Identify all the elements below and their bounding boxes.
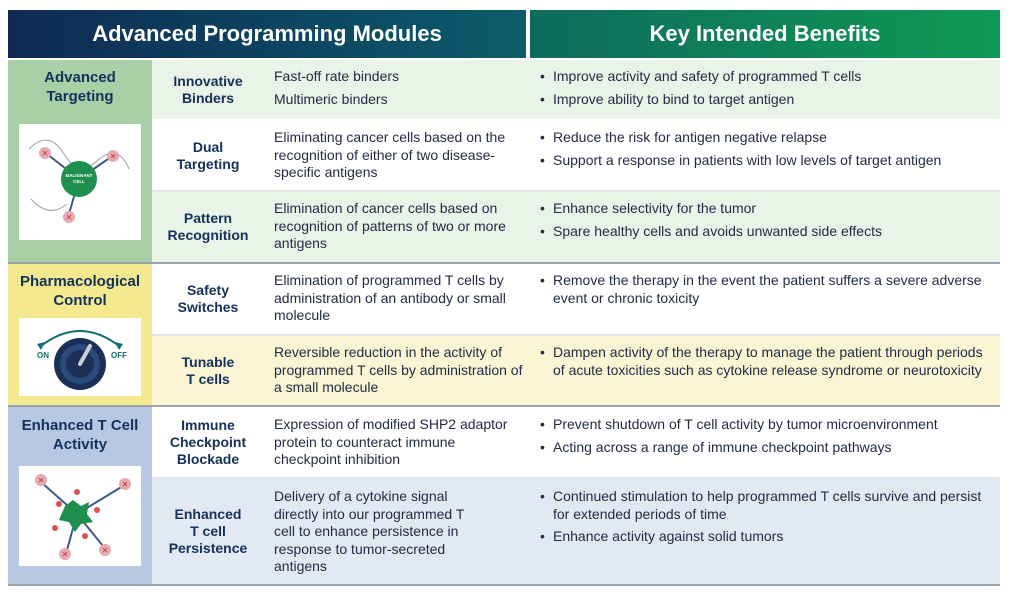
svg-text:CELL: CELL <box>73 179 85 184</box>
category-tcell-title: Enhanced T Cell Activity <box>21 417 139 453</box>
svg-text:✕: ✕ <box>62 550 69 559</box>
benefit-item: Continued stimulation to help programmed… <box>540 488 984 523</box>
benefits-header-title: Key Intended Benefits <box>649 21 881 46</box>
svg-text:MALIGNANT: MALIGNANT <box>66 173 93 178</box>
module-dual-targeting-label: Dual Targeting <box>176 138 240 172</box>
module-safety-switches-label: Safety Switches <box>177 282 239 315</box>
desc-safety-switches: Elimination of programmed T cells by adm… <box>274 272 524 330</box>
benefits-enhanced-t-cell-persistence: Continued stimulation to help programmed… <box>539 488 984 551</box>
benefit-item: Prevent shutdown of T cell activity by t… <box>540 416 994 434</box>
benefit-item: Remove the therapy in the event the pati… <box>540 272 994 307</box>
module-innovative-binders: Innovative Binders <box>152 60 264 119</box>
benefits-immune-checkpoint-blockade: Prevent shutdown of T cell activity by t… <box>539 416 994 461</box>
module-tunable-t-cells-label: Tunable T cells <box>181 353 235 387</box>
t-cell-cytokine-illustration: ✕ ✕ ✕ ✕ <box>19 466 141 566</box>
svg-text:✕: ✕ <box>42 149 49 158</box>
row-divider <box>152 334 1000 336</box>
module-dual-targeting: Dual Targeting <box>152 121 264 190</box>
benefit-item: Improve ability to bind to target antige… <box>540 91 994 109</box>
row-divider <box>152 477 1000 479</box>
module-safety-switches: Safety Switches <box>152 264 264 334</box>
module-enhanced-t-cell-persistence-label: Enhanced T cell Persistence <box>168 506 248 556</box>
desc-line: Expression of modified SHP2 adaptor prot… <box>274 416 508 467</box>
desc-tunable-t-cells: Reversible reduction in the activity of … <box>274 344 524 402</box>
module-enhanced-t-cell-persistence: Enhanced T cell Persistence <box>152 479 264 584</box>
benefit-item: Reduce the risk for antigen negative rel… <box>540 129 994 147</box>
module-immune-checkpoint-blockade: Immune Checkpoint Blockade <box>152 407 264 477</box>
benefit-item: Enhance activity against solid tumors <box>540 528 984 546</box>
benefits-innovative-binders: Improve activity and safety of programme… <box>539 68 994 113</box>
svg-text:✕: ✕ <box>38 476 45 485</box>
benefit-item: Enhance selectivity for the tumor <box>540 200 994 218</box>
benefits-safety-switches: Remove the therapy in the event the pati… <box>539 272 994 312</box>
module-tunable-t-cells: Tunable T cells <box>152 336 264 405</box>
benefits-dual-targeting: Reduce the risk for antigen negative rel… <box>539 129 994 174</box>
dial-off-label: OFF <box>111 351 127 360</box>
desc-enhanced-t-cell-persistence: Delivery of a cytokine signal directly i… <box>274 488 489 581</box>
desc-line: Fast-off rate binders <box>274 68 400 84</box>
on-off-dial-illustration: ON OFF <box>19 318 141 396</box>
desc-line: Multimeric binders <box>274 90 388 107</box>
benefits-header: Key Intended Benefits <box>530 10 1000 58</box>
category-separator <box>8 262 1000 264</box>
benefits-pattern-recognition: Enhance selectivity for the tumor Spare … <box>539 200 994 245</box>
benefit-item: Dampen activity of the therapy to manage… <box>540 344 994 379</box>
modules-header-title: Advanced Programming Modules <box>92 21 442 46</box>
dial-on-label: ON <box>37 351 49 360</box>
benefit-item: Support a response in patients with low … <box>540 152 994 170</box>
svg-text:✕: ✕ <box>122 480 129 489</box>
row-divider <box>152 190 1000 192</box>
benefit-item: Acting across a range of immune checkpoi… <box>540 439 994 457</box>
svg-text:✕: ✕ <box>66 213 73 222</box>
modules-header: Advanced Programming Modules <box>8 10 526 58</box>
malignant-cell-targeting-illustration: MALIGNANT CELL ✕ ✕ ✕ <box>19 124 141 240</box>
desc-line: Elimination of programmed T cells by adm… <box>274 272 506 323</box>
desc-pattern-recognition: Elimination of cancer cells based on rec… <box>274 200 524 258</box>
category-pharmacological-title: Pharmacological Control <box>19 273 141 309</box>
module-immune-checkpoint-blockade-label: Immune Checkpoint Blockade <box>169 416 247 467</box>
benefit-item: Improve activity and safety of programme… <box>540 68 994 86</box>
desc-immune-checkpoint-blockade: Expression of modified SHP2 adaptor prot… <box>274 416 524 474</box>
desc-line: Delivery of a cytokine signal directly i… <box>274 488 465 574</box>
table-bottom-border <box>8 584 1000 586</box>
category-separator <box>8 405 1000 407</box>
benefits-tunable-t-cells: Dampen activity of the therapy to manage… <box>539 344 994 384</box>
svg-text:✕: ✕ <box>110 152 117 161</box>
svg-text:✕: ✕ <box>102 546 109 555</box>
desc-dual-targeting: Eliminating cancer cells based on the re… <box>274 129 524 187</box>
row-divider <box>152 119 1000 121</box>
desc-line: Reversible reduction in the activity of … <box>274 344 523 395</box>
category-targeting-title: Advanced Targeting <box>44 69 116 105</box>
header-divider <box>526 10 530 58</box>
benefit-item: Spare healthy cells and avoids unwanted … <box>540 223 994 241</box>
desc-line: Elimination of cancer cells based on rec… <box>274 200 506 251</box>
module-innovative-binders-label: Innovative Binders <box>173 72 243 106</box>
module-pattern-recognition: Pattern Recognition <box>152 192 264 262</box>
desc-innovative-binders: Fast-off rate binders Multimeric binders <box>274 68 524 113</box>
module-pattern-recognition-label: Pattern Recognition <box>167 210 249 243</box>
desc-line: Eliminating cancer cells based on the re… <box>274 129 506 180</box>
